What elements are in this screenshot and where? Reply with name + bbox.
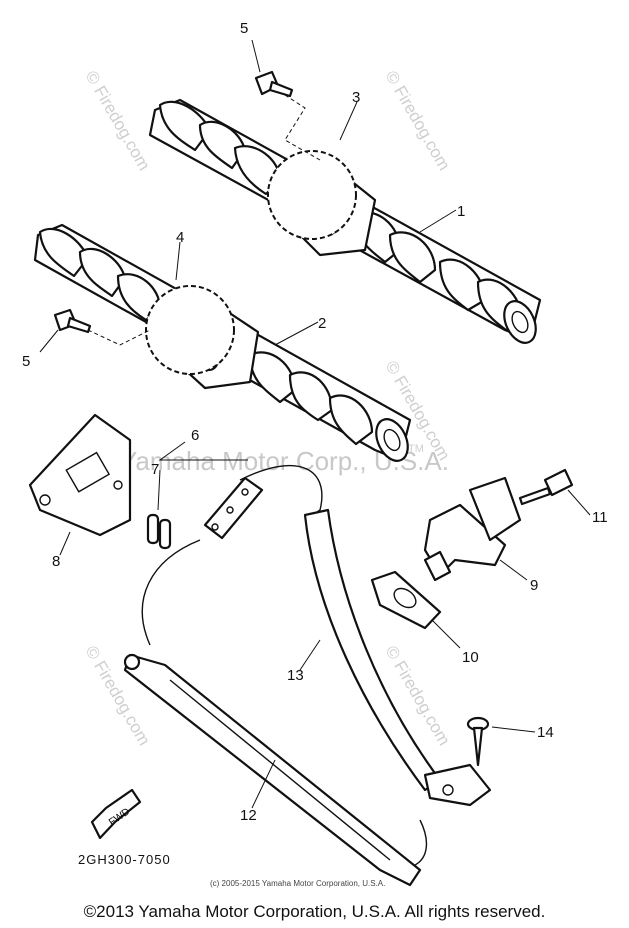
leader-lines [39,39,591,809]
callout-8: 8 [52,553,60,570]
callout-12: 12 [240,807,257,824]
master-link [146,513,172,550]
callout-5-upper: 5 [240,20,248,37]
callout-7: 7 [151,461,159,478]
watermark: © Firedog.com [82,68,154,174]
chain-guide-rear [123,653,422,887]
callout-11: 11 [592,509,608,526]
diagram-code: 2GH300-7050 [78,852,171,867]
bolt-upper [254,70,294,98]
callout-13: 13 [287,667,304,684]
callout-6: 6 [191,427,199,444]
chain-tensioner [423,476,522,582]
cam-sprocket-lower [145,285,235,375]
tensioner-bolt [518,468,574,506]
footer-copyright: ©2013 Yamaha Motor Corporation, U.S.A. A… [83,902,546,921]
forward-arrow: FWD [90,788,142,840]
cam-sprocket-upper [267,150,357,240]
callout-3: 3 [352,89,360,106]
trademark-mark: TM [408,443,424,455]
callout-10: 10 [462,649,479,666]
callout-14: 14 [537,724,554,741]
callout-5-lower: 5 [22,353,30,370]
chain-guide-front [303,508,492,807]
cam-chain-segment [203,476,264,540]
callouts: 1 2 3 4 5 5 6 7 8 9 10 11 12 13 14 [22,20,608,824]
chain-guide-top [28,413,132,537]
bolt-lower [53,308,92,334]
guide-bolt [466,716,490,767]
cam-chain-loop [141,464,427,869]
small-copyright: (c) 2005-2015 Yamaha Motor Corporation, … [210,879,386,888]
watermark: © Firedog.com [382,68,454,174]
callout-1: 1 [457,203,465,220]
callout-2: 2 [318,315,326,332]
callout-4: 4 [176,229,184,246]
tensioner-gasket [370,570,442,630]
callout-9: 9 [530,577,538,594]
